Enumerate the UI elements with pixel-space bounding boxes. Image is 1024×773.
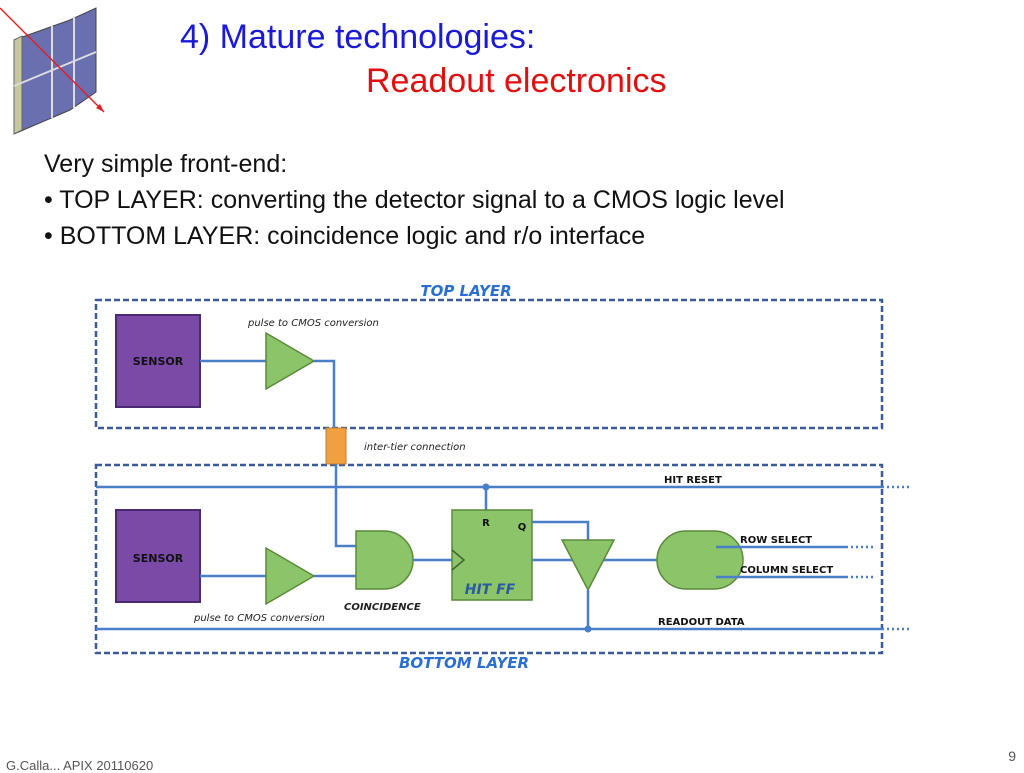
inter-tier-label: inter-tier connection bbox=[364, 442, 466, 453]
wire-top-amp-inter-tier bbox=[314, 359, 336, 428]
bottom-layer-label: BOTTOM LAYER bbox=[399, 654, 529, 672]
ff-r-label: R bbox=[482, 518, 490, 529]
ff-q-label: Q bbox=[518, 522, 527, 533]
footer-text: G.Calla... APIX 20110620 bbox=[6, 758, 154, 773]
sensor-top-label: SENSOR bbox=[133, 355, 184, 368]
sensor-top bbox=[115, 314, 201, 408]
pulse-top-label: pulse to CMOS conversion bbox=[247, 318, 379, 329]
coincidence-and-gate bbox=[355, 530, 414, 590]
detector-module-thumbnail bbox=[0, 7, 105, 135]
slide-body: Very simple front-end: • TOP LAYER: conv… bbox=[44, 146, 785, 254]
wire-inter-tier-coincidence bbox=[334, 464, 356, 548]
bullet-bottom-layer: • BOTTOM LAYER: coincidence logic and r/… bbox=[44, 222, 646, 250]
amplifier-top bbox=[265, 331, 316, 391]
readout-data-label: READOUT DATA bbox=[658, 617, 745, 628]
coincidence-label: COINCIDENCE bbox=[344, 602, 421, 613]
top-layer-label: TOP LAYER bbox=[420, 282, 511, 300]
slide-subtitle: Readout electronics bbox=[366, 62, 667, 100]
column-select-label: COLUMN SELECT bbox=[740, 565, 833, 576]
hit-reset-label: HIT RESET bbox=[664, 475, 722, 486]
output-buffer bbox=[560, 539, 616, 592]
hit-ff-label: HIT FF bbox=[465, 582, 516, 598]
bullet-top-layer: • TOP LAYER: converting the detector sig… bbox=[44, 186, 785, 214]
particle-track bbox=[0, 7, 105, 113]
sensor-bottom bbox=[115, 509, 201, 603]
bottom-layer-box bbox=[94, 463, 884, 655]
module-tiles bbox=[13, 7, 97, 135]
row-select-label: ROW SELECT bbox=[740, 535, 812, 546]
readout-and-gate bbox=[656, 530, 744, 590]
hit-flip-flop bbox=[451, 509, 533, 601]
pulse-bottom-label: pulse to CMOS conversion bbox=[193, 613, 325, 624]
sensor-bottom-label: SENSOR bbox=[133, 552, 184, 565]
top-layer-box bbox=[94, 298, 884, 430]
inter-tier-connection bbox=[325, 427, 347, 465]
arrow-head-icon bbox=[96, 104, 104, 112]
amplifier-bottom bbox=[265, 546, 316, 606]
page-number: 9 bbox=[1008, 748, 1016, 764]
wire-ff-q-buffer bbox=[532, 520, 590, 540]
slide-title: 4) Mature technologies: bbox=[180, 18, 536, 56]
clock-input-icon bbox=[451, 549, 466, 571]
intro-text: Very simple front-end: bbox=[44, 150, 288, 178]
